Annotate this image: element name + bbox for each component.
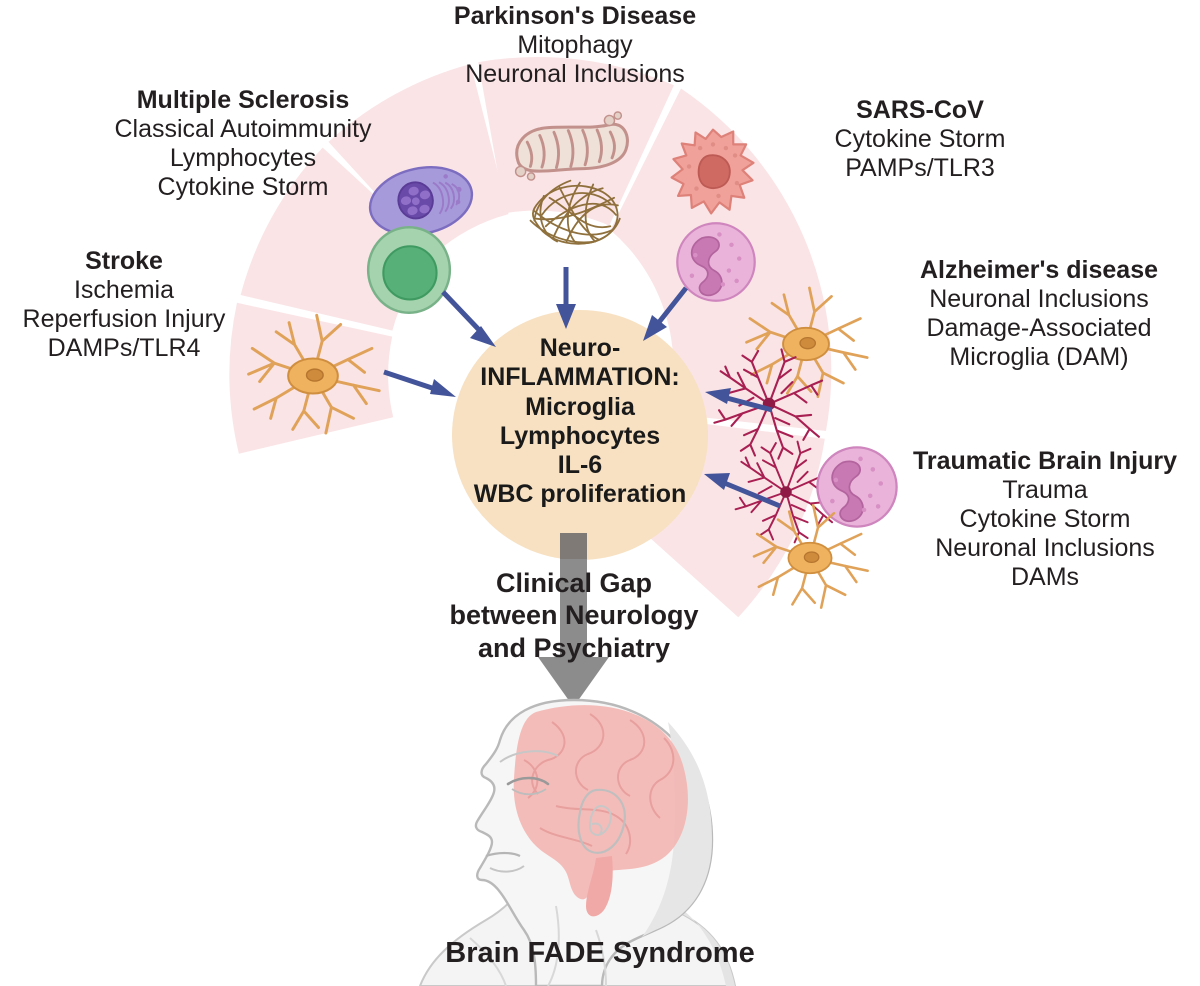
label-sub-0: Ischemia (73, 276, 175, 304)
label-sub-1: Cytokine Storm (959, 505, 1131, 533)
label-sub-1: Neuronal Inclusions (465, 60, 685, 88)
gap-line-1: between Neurology (449, 600, 699, 631)
label-sub-3: DAMs (1010, 563, 1080, 591)
lymphocyte-icon (366, 226, 452, 314)
label-sub-1: Lymphocytes (169, 144, 317, 172)
label-sub-1: Damage-Associated (926, 314, 1152, 342)
center-line-0: Neuro- (539, 334, 621, 362)
gap-line-0: Clinical Gap (495, 568, 653, 598)
arrow-tbi-to-center (704, 473, 781, 509)
label-title: Stroke (85, 247, 163, 275)
label-sub-0: Classical Autoimmunity (114, 115, 372, 143)
label-parkinsons-disease: Parkinson's Disease Mitophagy Neuronal I… (380, 2, 770, 89)
label-sub-1: Reperfusion Injury (22, 305, 226, 333)
label-sub-0: Neuronal Inclusions (929, 285, 1149, 313)
center-line-2: Microglia (525, 392, 635, 421)
head-illustration (418, 698, 737, 986)
arrow-alzheimers-to-center (705, 388, 773, 413)
clinical-gap-arrow (538, 533, 609, 707)
neutrophil-icon (816, 446, 898, 528)
neuroinflammation-ellipse[interactable] (452, 310, 708, 560)
blue-arrows (383, 267, 781, 509)
center-line-1: INFLAMMATION: (480, 363, 680, 392)
arrow-stroke-to-center (383, 369, 456, 397)
label-alzheimers-disease: Alzheimer's disease Neuronal Inclusions … (878, 256, 1200, 372)
brain-fade-syndrome-label: Brain FADE Syndrome (445, 937, 755, 969)
label-sars-cov: SARS-CoV Cytokine Storm PAMPs/TLR3 (760, 96, 1080, 183)
label-sub-2: Neuronal Inclusions (935, 534, 1155, 562)
center-line-4: IL-6 (557, 451, 603, 479)
label-title: Multiple Sclerosis (136, 86, 350, 114)
center-line-5: WBC proliferation (473, 480, 687, 509)
label-title: SARS-CoV (856, 96, 984, 124)
clinical-gap-label: Clinical Gap between Neurology and Psych… (418, 567, 730, 664)
label-sub-1: PAMPs/TLR3 (845, 154, 995, 182)
label-title: Alzheimer's disease (919, 256, 1158, 284)
label-sub-2: Microglia (DAM) (949, 343, 1129, 371)
label-sub-0: Mitophagy (517, 31, 633, 59)
label-sub-0: Trauma (1002, 476, 1088, 504)
neuroinflammation-label: Neuro- INFLAMMATION: Microglia Lymphocyt… (452, 334, 708, 510)
label-title: Traumatic Brain Injury (913, 447, 1177, 475)
gap-line-2: and Psychiatry (477, 632, 671, 663)
label-traumatic-brain-injury: Traumatic Brain Injury Trauma Cytokine S… (890, 447, 1200, 592)
arrow-parkinsons-to-center (556, 267, 576, 329)
label-sub-0: Cytokine Storm (834, 125, 1006, 153)
label-multiple-sclerosis: Multiple Sclerosis Classical Autoimmunit… (48, 86, 438, 202)
label-stroke: Stroke Ischemia Reperfusion Injury DAMPs… (0, 247, 248, 363)
arrow-sars-to-center (643, 286, 688, 341)
center-line-3: Lymphocytes (499, 421, 661, 450)
label-title: Parkinson's Disease (453, 2, 697, 30)
arrow-ms-to-center (441, 290, 496, 347)
label-sub-2: DAMPs/TLR4 (47, 334, 201, 362)
neutrophil-icon (676, 222, 756, 302)
label-sub-2: Cytokine Storm (157, 173, 329, 201)
